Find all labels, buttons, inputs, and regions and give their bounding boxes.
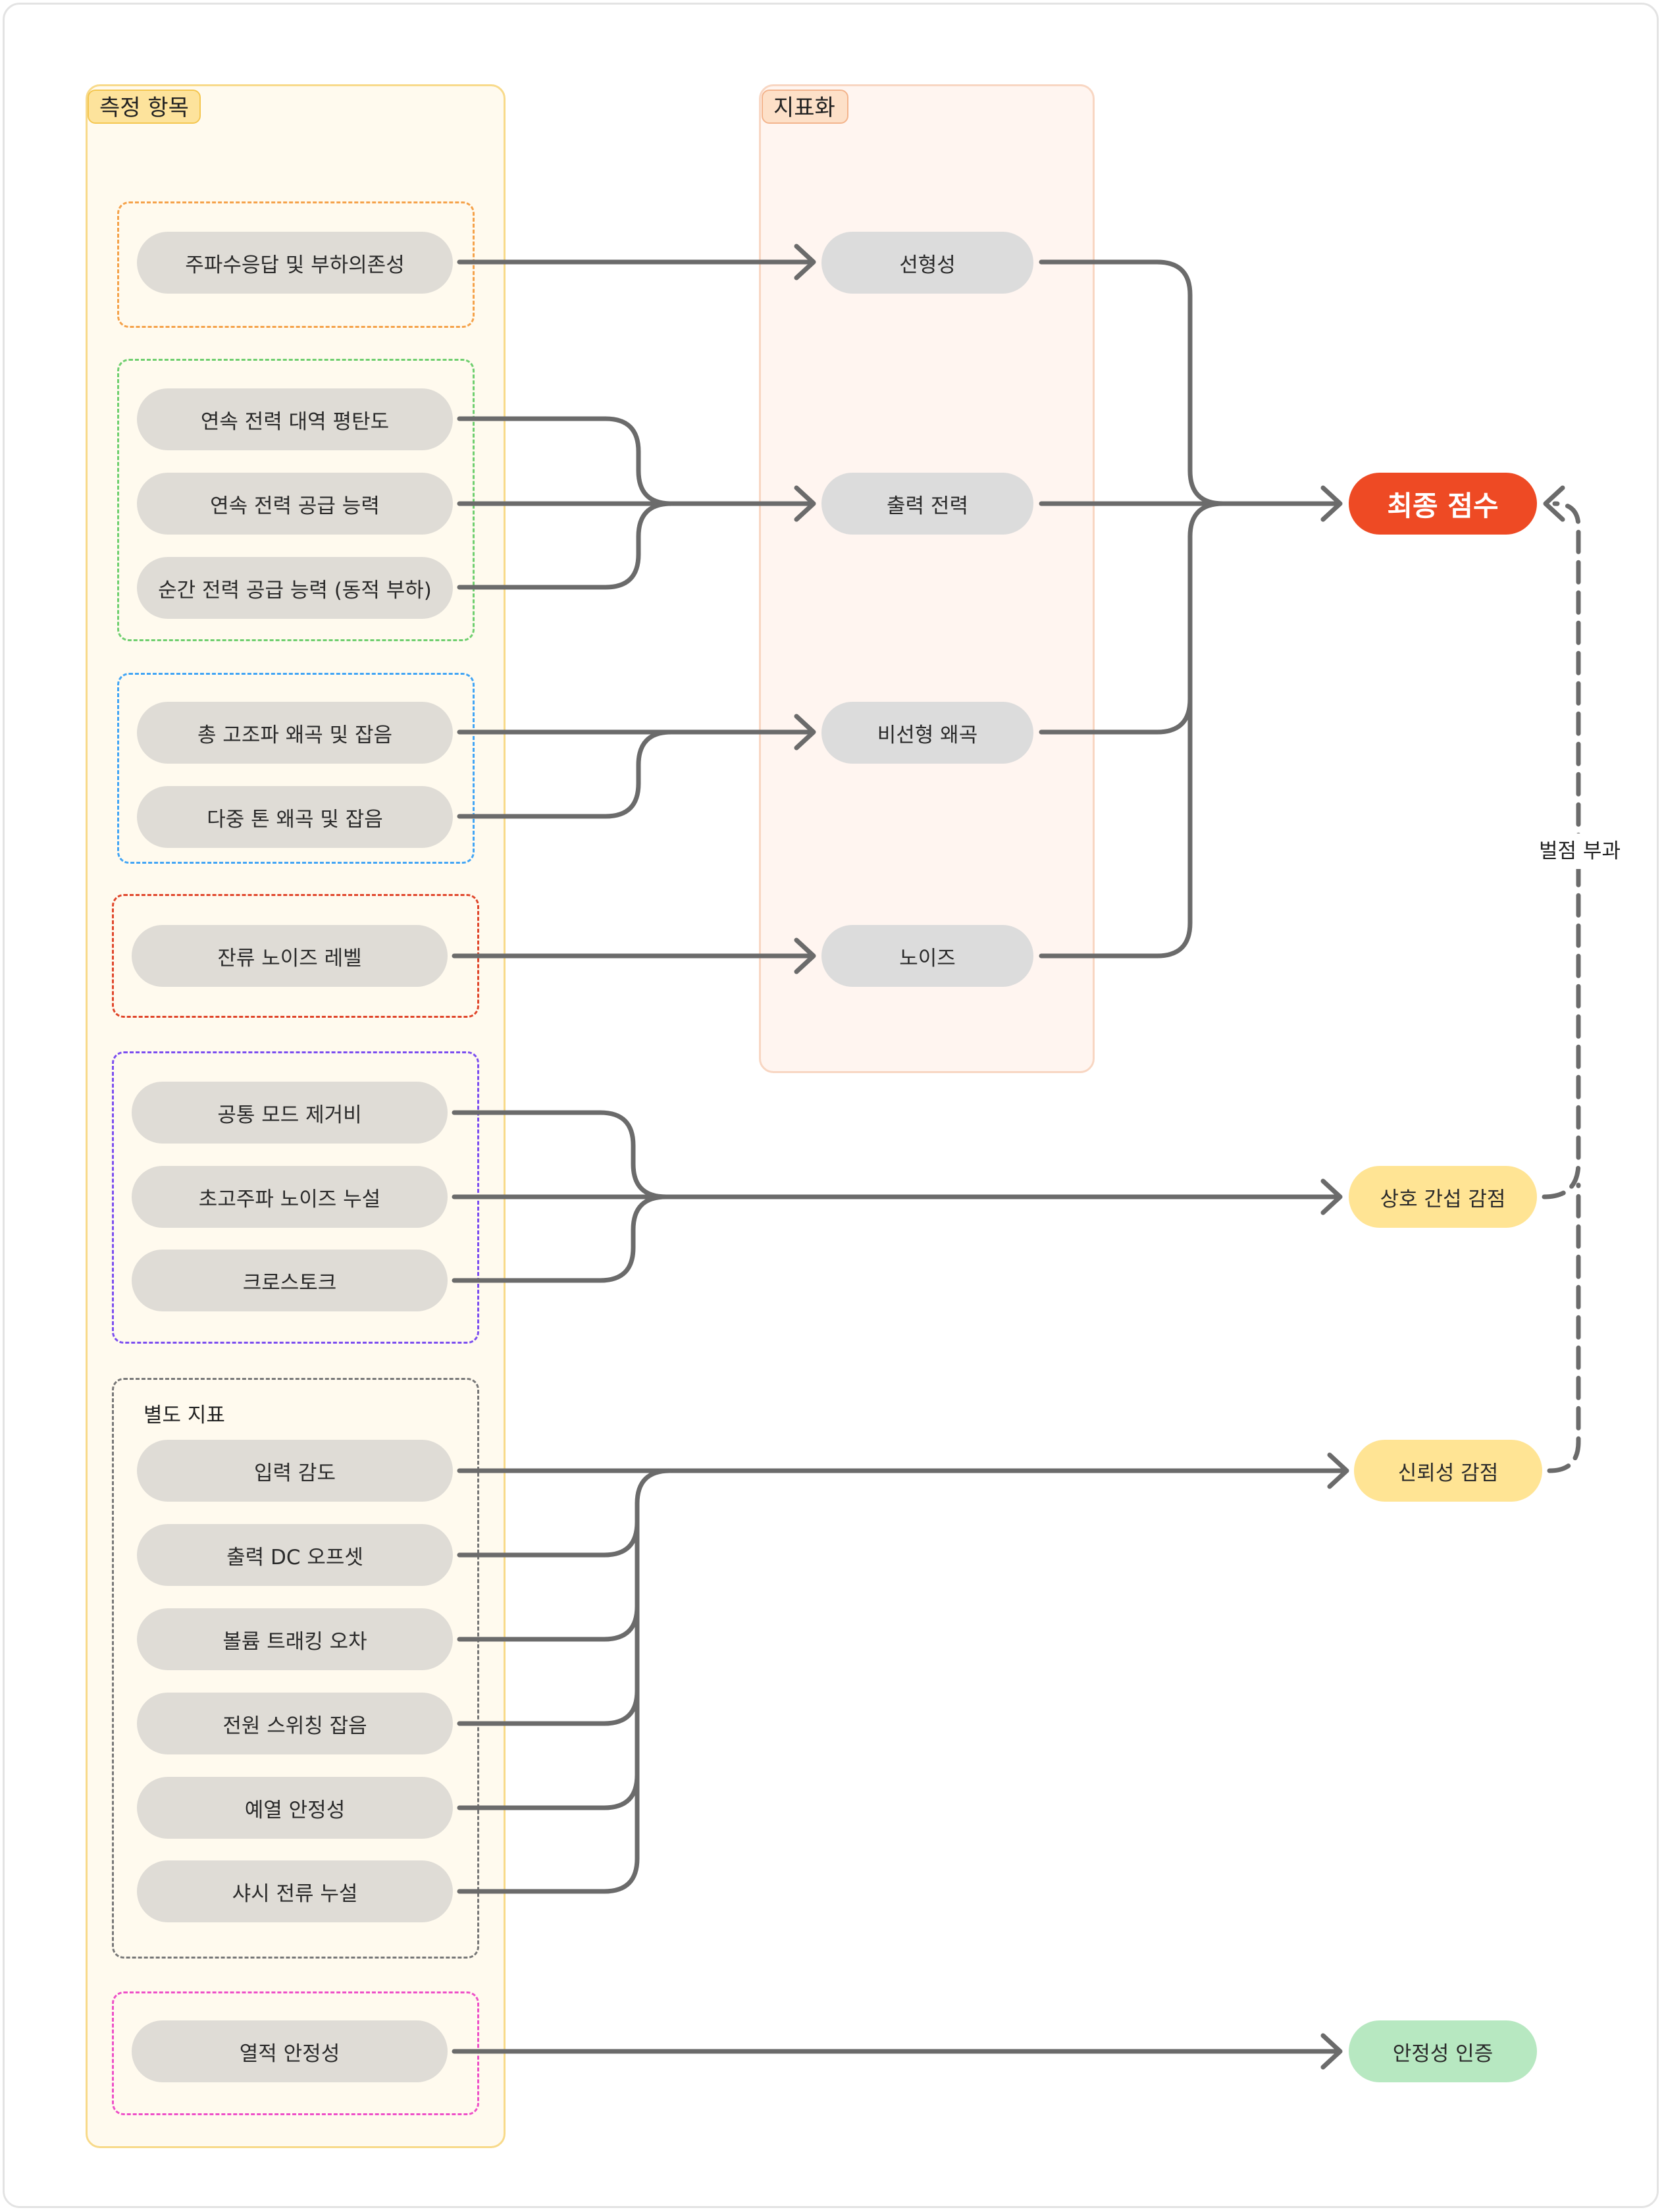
node-crosstalk: 크로스토크 bbox=[132, 1250, 448, 1311]
edge-chassis-reliability bbox=[457, 1501, 640, 1894]
measurement-panel-title: 측정 항목 bbox=[88, 90, 201, 124]
node-noise: 노이즈 bbox=[821, 925, 1033, 987]
node-stability-cert: 안정성 인증 bbox=[1349, 2020, 1537, 2082]
node-thermal-stability: 열적 안정성 bbox=[132, 2020, 448, 2082]
edge-nonlinear-final bbox=[1039, 501, 1226, 735]
arrowhead-output-power bbox=[794, 485, 816, 522]
node-input-sensitivity: 입력 감도 bbox=[137, 1440, 453, 1502]
edge-volume-reliability bbox=[457, 1501, 640, 1642]
arrowhead-interference bbox=[1320, 1178, 1343, 1215]
edge-imd-nonlinear bbox=[457, 729, 674, 819]
edge-flatness-output bbox=[457, 416, 812, 506]
node-cont-power-flatness: 연속 전력 대역 평탄도 bbox=[137, 388, 453, 450]
edge-linearity-final bbox=[1039, 259, 1226, 506]
node-reliability-deduction: 신뢰성 감점 bbox=[1354, 1440, 1542, 1502]
group-distortion bbox=[117, 673, 475, 864]
edge-noise-final bbox=[1039, 534, 1193, 959]
node-freq-response: 주파수응답 및 부하의존성 bbox=[137, 232, 453, 294]
node-interference-deduction: 상호 간섭 감점 bbox=[1349, 1166, 1537, 1228]
node-thd-noise: 총 고조파 왜곡 및 잡음 bbox=[137, 702, 453, 764]
edge-dynamic-output bbox=[457, 501, 674, 590]
node-volume-tracking: 볼륨 트래킹 오차 bbox=[137, 1608, 453, 1670]
node-output-power: 출력 전력 bbox=[821, 473, 1033, 535]
edge-interference-penalty bbox=[1542, 501, 1581, 1199]
node-dc-offset: 출력 DC 오프셋 bbox=[137, 1524, 453, 1586]
arrowhead-reliability bbox=[1327, 1452, 1349, 1489]
arrowhead-final bbox=[1320, 485, 1343, 522]
arrowhead-noise bbox=[794, 937, 816, 974]
edge-crosstalk-interference bbox=[452, 1194, 669, 1283]
arrowhead-penalty-final bbox=[1543, 485, 1565, 522]
node-linearity: 선형성 bbox=[821, 232, 1033, 294]
metric-panel-title: 지표화 bbox=[762, 90, 848, 124]
node-nonlinear-distortion: 비선형 왜곡 bbox=[821, 702, 1033, 764]
edge-preheat-reliability bbox=[457, 1501, 640, 1810]
edge-switching-reliability bbox=[457, 1501, 640, 1726]
node-final-score: 최종 점수 bbox=[1349, 473, 1537, 535]
group-separate-metrics bbox=[112, 1378, 479, 1959]
edge-cmrr-interference bbox=[452, 1110, 1339, 1199]
node-preheat-stability: 예열 안정성 bbox=[137, 1777, 453, 1839]
penalty-edge-label: 벌점 부과 bbox=[1534, 833, 1626, 869]
separate-metrics-label: 별도 지표 bbox=[143, 1404, 225, 1427]
node-chassis-leak: 샤시 전류 누설 bbox=[137, 1860, 453, 1922]
arrowhead-nonlinear bbox=[794, 714, 816, 750]
node-cmrr: 공통 모드 제거비 bbox=[132, 1082, 448, 1144]
node-residual-noise: 잔류 노이즈 레벨 bbox=[132, 925, 448, 987]
arrowhead-cert bbox=[1320, 2033, 1343, 2070]
node-cont-power-supply: 연속 전력 공급 능력 bbox=[137, 473, 453, 535]
node-ultrasonic-leak: 초고주파 노이즈 누설 bbox=[132, 1166, 448, 1228]
arrowhead-linearity bbox=[794, 244, 816, 280]
group-power bbox=[117, 359, 475, 641]
group-frequency bbox=[117, 201, 475, 328]
edge-reliability-penalty bbox=[1547, 1182, 1581, 1473]
node-imd-noise: 다중 톤 왜곡 및 잡음 bbox=[137, 786, 453, 848]
node-switching-noise: 전원 스위칭 잡음 bbox=[137, 1693, 453, 1754]
node-inst-power-supply: 순간 전력 공급 능력 (동적 부하) bbox=[137, 557, 453, 619]
